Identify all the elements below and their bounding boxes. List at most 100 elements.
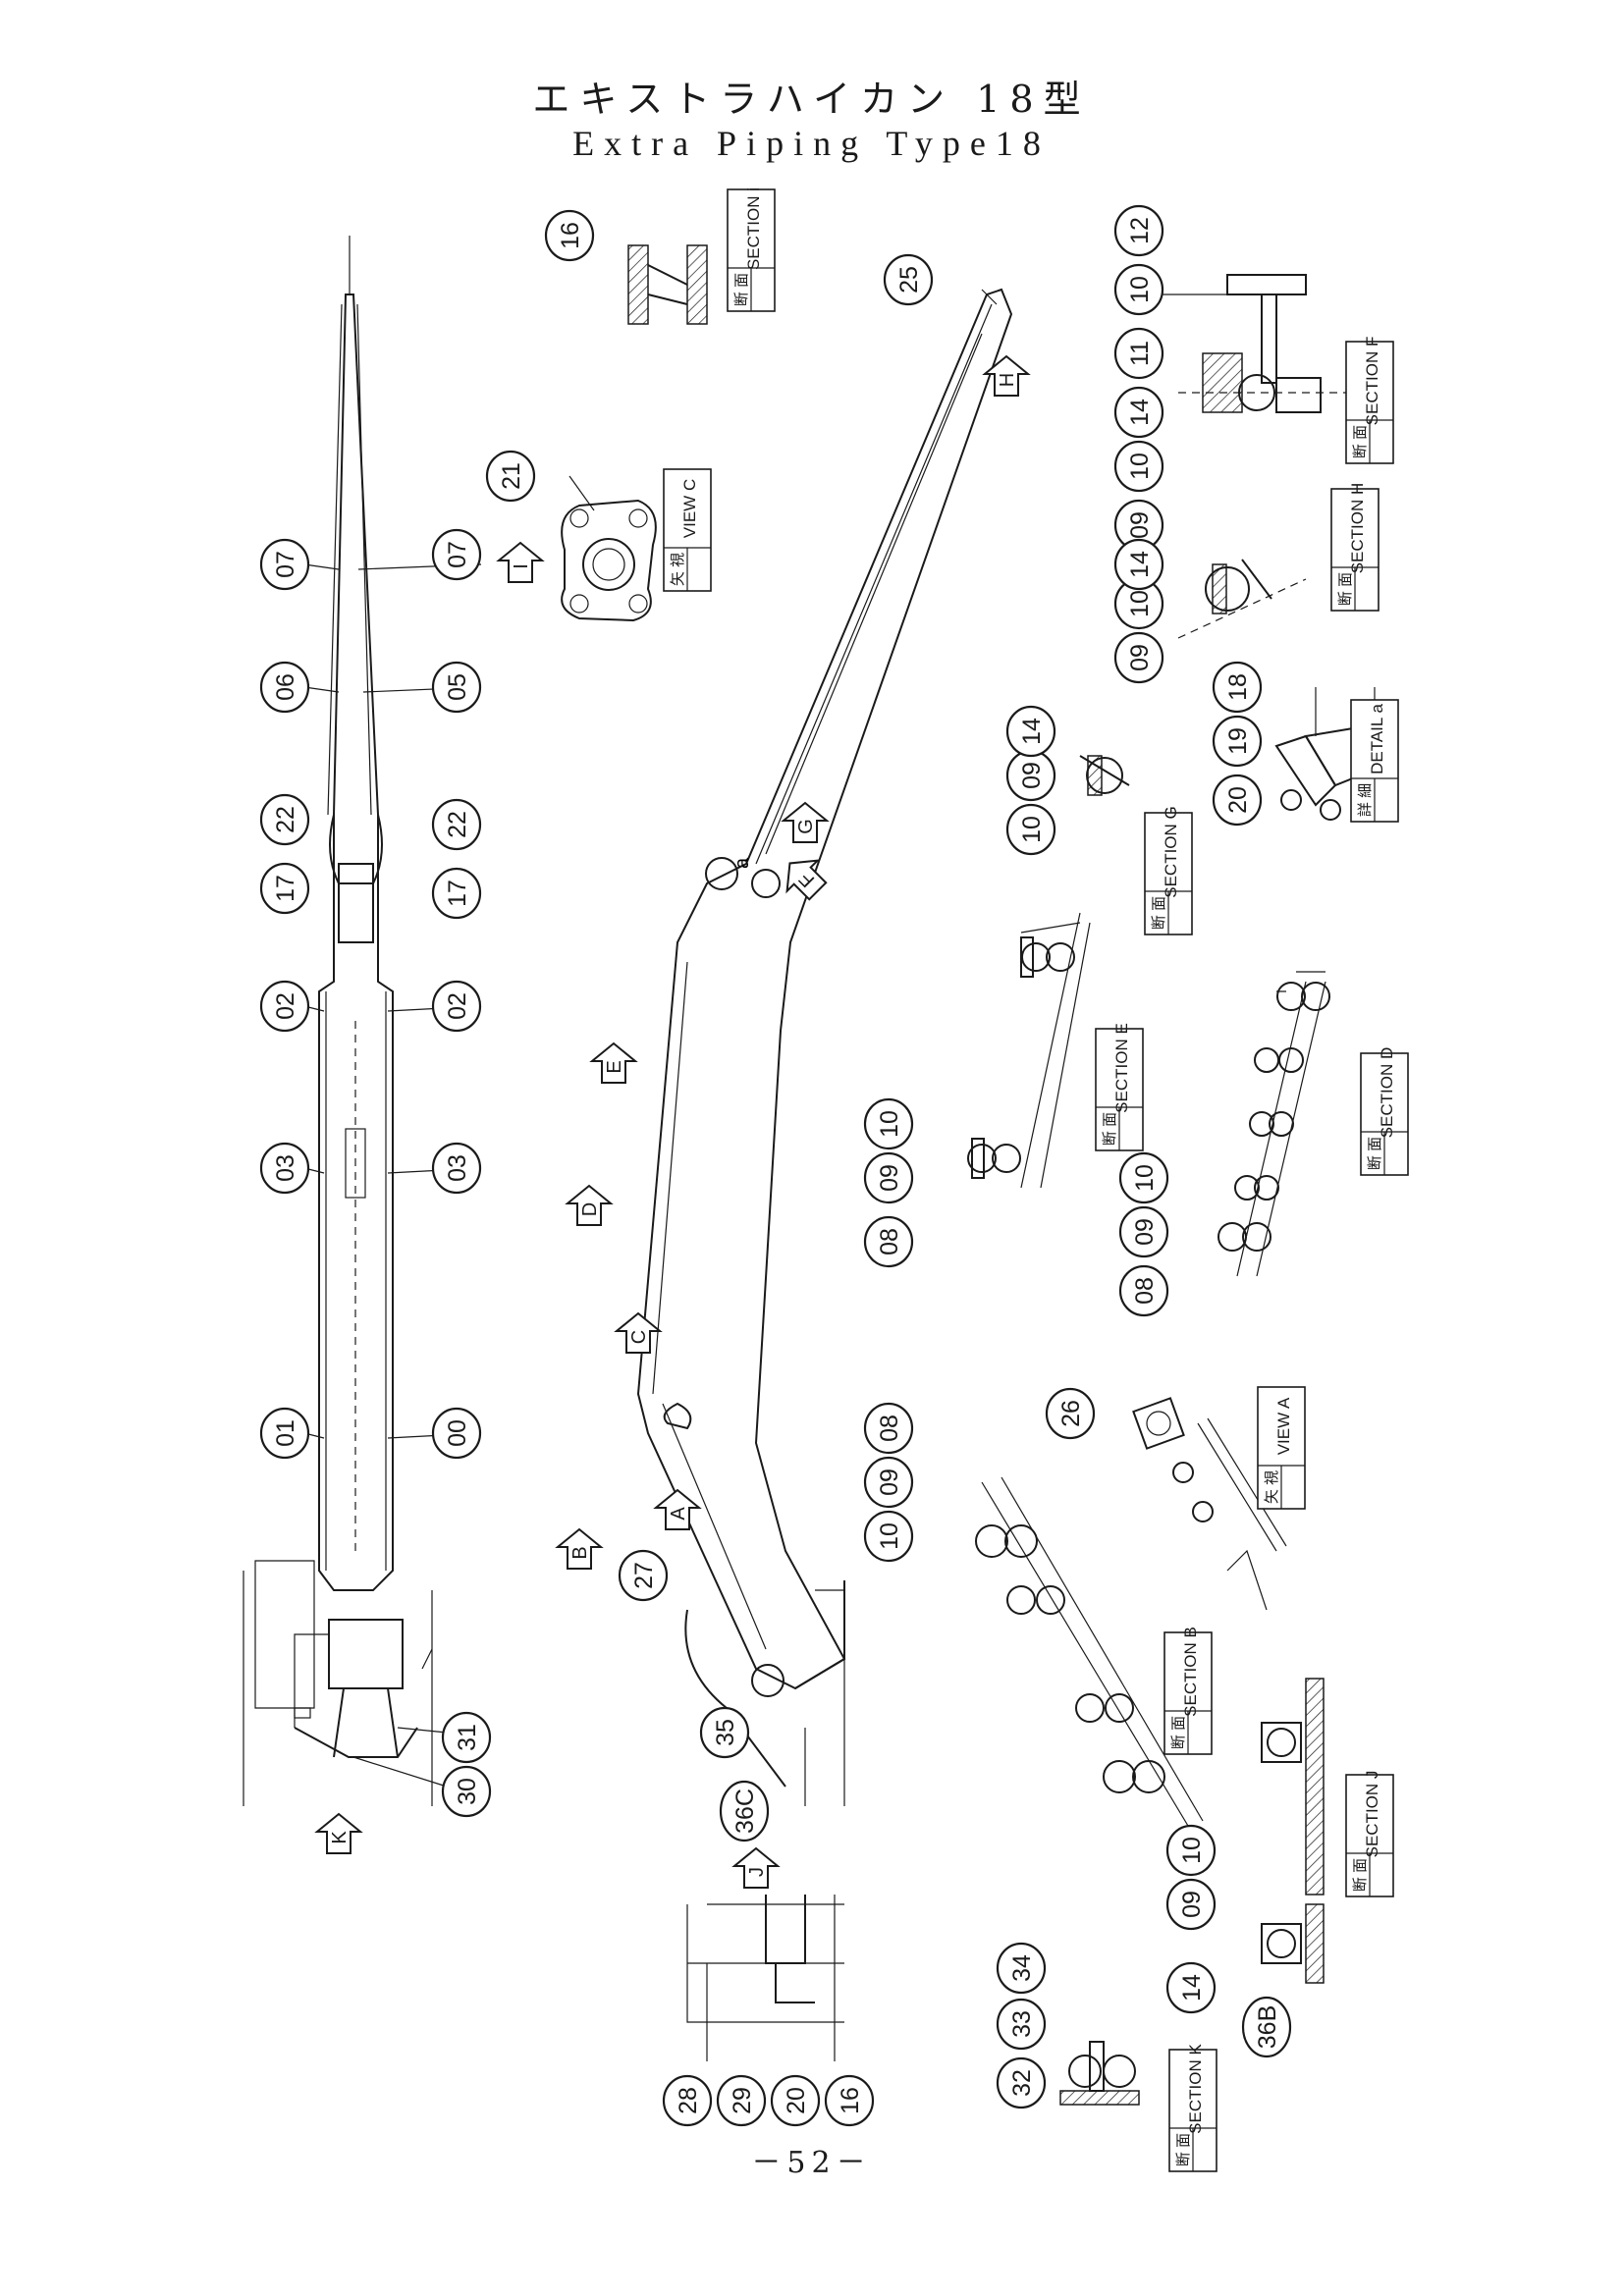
section-j-drawing xyxy=(1261,1678,1325,1984)
section-label-en: SECTION G xyxy=(1162,806,1180,898)
callout-14b: 14 xyxy=(1113,538,1164,591)
view-arrow-G: G xyxy=(781,801,830,843)
view-arrow-E: E xyxy=(589,1041,638,1084)
callout-label: 02 xyxy=(444,992,471,1020)
section-label-en: SECTION H xyxy=(1348,483,1367,574)
callout-label: 22 xyxy=(272,806,299,833)
section-label-jp: 断 面 xyxy=(733,273,750,306)
callout-label: 10 xyxy=(1126,590,1154,617)
view-a-drawing xyxy=(1132,1397,1287,1611)
callout-10b: 10 xyxy=(1113,440,1164,493)
view-arrow-H: H xyxy=(982,354,1031,397)
callout-21: 21 xyxy=(485,450,536,503)
callout-07b: 07 xyxy=(431,528,482,581)
callout-19: 19 xyxy=(1212,715,1263,768)
callout-label: 10 xyxy=(1131,1164,1159,1192)
callout-20a: 20 xyxy=(1212,774,1263,827)
callout-label: 06 xyxy=(272,673,299,701)
callout-22a: 22 xyxy=(259,793,310,846)
callout-label: 29 xyxy=(729,2087,756,2114)
section-label-en: SECTION F xyxy=(1363,337,1381,426)
section-label-i: 断 面 SECTION i xyxy=(727,187,776,312)
callout-label: 14 xyxy=(1178,1974,1206,2002)
callout-label: 10 xyxy=(1018,816,1046,843)
callout-22b: 22 xyxy=(431,798,482,851)
callout-label: 08 xyxy=(876,1415,903,1442)
callout-label: 10 xyxy=(1126,453,1154,480)
callout-14c: 14 xyxy=(1005,705,1056,758)
callout-08a: 08 xyxy=(863,1215,914,1268)
callout-09f: 09 xyxy=(863,1456,914,1509)
callout-10g: 10 xyxy=(863,1510,914,1563)
callout-08c: 08 xyxy=(863,1402,914,1455)
callout-12: 12 xyxy=(1113,204,1164,257)
view-arrow-letter: H xyxy=(997,373,1018,387)
callout-label: 35 xyxy=(712,1719,739,1746)
section-label-en: VIEW A xyxy=(1274,1397,1293,1455)
callout-label: 20 xyxy=(783,2087,810,2114)
view-arrow-letter: D xyxy=(579,1202,601,1216)
callout-label: 21 xyxy=(498,462,525,490)
view-arrow-letter: E xyxy=(604,1060,625,1073)
boom-top-view xyxy=(243,236,433,1806)
callout-label: 19 xyxy=(1224,727,1252,755)
callout-label: 28 xyxy=(675,2087,702,2114)
callout-label: 25 xyxy=(895,266,923,294)
callout-14d: 14 xyxy=(1165,1961,1217,2014)
view-arrow-A: A xyxy=(653,1488,702,1530)
callout-label: 09 xyxy=(1018,762,1046,789)
section-label-jp: 断 面 xyxy=(1337,572,1354,606)
callout-09c: 09 xyxy=(1005,749,1056,802)
section-label-en: SECTION K xyxy=(1186,2044,1205,2134)
callout-00: 00 xyxy=(431,1407,482,1460)
callout-08b: 08 xyxy=(1118,1264,1169,1317)
callout-17b: 17 xyxy=(431,867,482,920)
callout-label: 03 xyxy=(444,1154,471,1182)
callout-label: 12 xyxy=(1126,217,1154,244)
callout-label: 14 xyxy=(1018,718,1046,745)
callout-35: 35 xyxy=(699,1706,750,1759)
section-label-jp: 断 面 xyxy=(1102,1112,1118,1146)
section-label-en: VIEW C xyxy=(680,479,699,538)
callout-10a: 10 xyxy=(1113,263,1164,316)
callout-31: 31 xyxy=(441,1711,492,1764)
callout-label: 08 xyxy=(1131,1277,1159,1305)
callout-label: 05 xyxy=(444,673,471,701)
callout-label: 11 xyxy=(1126,341,1154,366)
callout-label: 17 xyxy=(272,875,299,902)
view-arrow-C: C xyxy=(614,1311,663,1354)
view-arrow-B: B xyxy=(555,1527,604,1570)
callout-36C: 36C xyxy=(719,1780,770,1842)
callout-16a: 16 xyxy=(544,209,595,262)
section-label-en: SECTION i xyxy=(744,187,763,270)
callout-10e: 10 xyxy=(863,1097,914,1150)
view-arrow-F: F xyxy=(785,859,828,901)
callout-27: 27 xyxy=(618,1549,669,1602)
callout-03a: 03 xyxy=(259,1142,310,1195)
callout-label: 09 xyxy=(1126,644,1154,671)
title-japanese: エキストラハイカン 18型 xyxy=(532,78,1091,121)
section-label-jp: 断 面 xyxy=(1170,1716,1187,1749)
callout-label: 09 xyxy=(1126,511,1154,539)
callout-label: 16 xyxy=(837,2087,864,2114)
section-g-drawing xyxy=(1079,755,1130,796)
callout-label: 10 xyxy=(876,1110,903,1138)
section-label-en: SECTION D xyxy=(1378,1047,1396,1139)
callout-label: 18 xyxy=(1224,673,1252,701)
section-label-jp: 断 面 xyxy=(1367,1137,1383,1170)
callout-label: 20 xyxy=(1224,786,1252,814)
callout-label: 31 xyxy=(454,1724,481,1751)
callout-33: 33 xyxy=(996,1998,1047,2051)
callout-09e: 09 xyxy=(1118,1205,1169,1258)
section-label-jp: 断 面 xyxy=(1151,896,1167,930)
callout-label: 32 xyxy=(1008,2069,1036,2097)
callout-label: 33 xyxy=(1008,2010,1036,2038)
view-arrow-letter: A xyxy=(668,1507,689,1521)
callout-09d: 09 xyxy=(863,1151,914,1204)
section-label-en: SECTION E xyxy=(1112,1023,1131,1113)
